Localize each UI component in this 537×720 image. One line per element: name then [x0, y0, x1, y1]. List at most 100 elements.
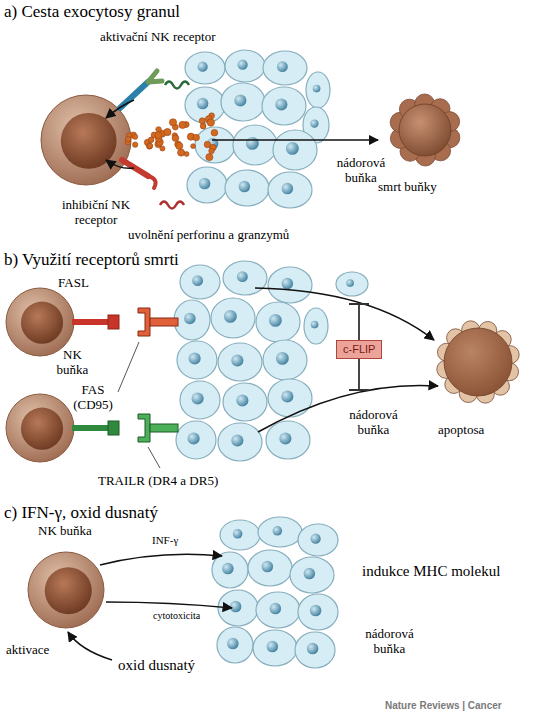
cell-nucleus	[270, 603, 282, 615]
inhibition-bar	[349, 304, 369, 341]
nk-nucleus	[21, 408, 63, 450]
cell-nucleus	[239, 181, 251, 193]
granule	[164, 128, 171, 135]
death-arrow	[212, 139, 378, 141]
trail-ligand	[72, 425, 110, 431]
granule	[207, 119, 214, 126]
cell-nucleus	[199, 178, 211, 190]
cell-nucleus	[184, 313, 196, 325]
tumor-cell	[336, 272, 368, 296]
granule	[160, 146, 165, 151]
nk-cell	[6, 288, 74, 356]
cell-nucleus	[277, 61, 288, 72]
outcome-label: apoptosa	[438, 423, 484, 438]
watermark: Nature Reviews | Cancer	[385, 700, 502, 712]
cell-label: nádorová buňka	[352, 627, 427, 657]
tumor-cell	[212, 552, 248, 588]
cell-nucleus	[267, 641, 279, 653]
tumor-cell	[268, 379, 312, 417]
receptor-label: TRAILR (DR4 a DR5)	[98, 474, 218, 489]
cell-nucleus	[307, 643, 319, 655]
panel-heading: a) Cesta exocytosy granul	[4, 2, 180, 22]
cell-nucleus	[224, 310, 237, 323]
cell-nucleus	[310, 534, 320, 544]
cell-nucleus	[197, 98, 209, 110]
cell-nucleus	[237, 60, 247, 70]
cell-nucleus	[346, 279, 354, 287]
nk-cell	[6, 394, 74, 462]
tumor-cell	[220, 520, 260, 550]
cell-nucleus	[237, 271, 248, 282]
granule	[191, 144, 196, 149]
tumor-cell	[187, 167, 227, 203]
inhibitor-text: c-FLIP	[343, 343, 375, 355]
cell-nucleus	[282, 183, 294, 195]
cell-nucleus	[273, 526, 283, 536]
fas-receptor	[138, 308, 150, 336]
tumor-cell	[266, 421, 310, 459]
ligand-label: FASL	[58, 276, 89, 291]
apoptotic-cell	[444, 328, 512, 396]
cell-nucleus	[279, 432, 291, 444]
cell-nucleus	[246, 137, 259, 150]
tumor-cell	[218, 423, 262, 461]
ligand-end	[108, 421, 119, 435]
tumor-cell	[273, 130, 317, 170]
cell-nucleus	[311, 321, 319, 329]
tumor-cell	[223, 383, 267, 421]
cell-nucleus	[276, 352, 289, 365]
signal-arrow	[106, 160, 134, 168]
nk-nucleus	[45, 567, 92, 614]
leader-line	[118, 342, 139, 392]
cell-nucleus	[269, 314, 282, 327]
granule	[193, 134, 200, 141]
tumor-cell	[258, 517, 302, 547]
tumor-cell	[225, 50, 265, 82]
cell-nucleus	[304, 568, 316, 580]
cell-nucleus	[231, 434, 243, 446]
cell-nucleus	[189, 352, 201, 364]
tumor-cell	[176, 421, 216, 459]
tumor-cell	[298, 524, 338, 556]
cell-nucleus	[281, 390, 293, 402]
tumor-cell	[248, 550, 292, 586]
granule	[132, 142, 137, 147]
process-label: uvolnění perforinu a granzymů	[128, 228, 289, 243]
granule	[176, 142, 183, 149]
tumor-cell	[180, 265, 220, 299]
receptor-label: inhibiční NK receptor	[50, 198, 142, 228]
nk-nucleus	[61, 113, 117, 169]
inhibitor-box: c-FLIP	[336, 340, 382, 359]
tumor-cell	[290, 557, 334, 593]
signal-arrow	[106, 100, 134, 118]
receptor-head	[148, 176, 156, 188]
cell-label: nádorová buňka	[336, 408, 411, 438]
granule	[169, 119, 176, 126]
granule	[206, 154, 213, 161]
granule	[133, 134, 138, 139]
granule	[179, 121, 186, 128]
tumor-cell	[185, 52, 225, 84]
cell-nucleus	[282, 278, 294, 290]
tumor-cell	[298, 594, 338, 630]
granule	[156, 127, 162, 133]
cell-nucleus	[197, 62, 207, 72]
cell-nucleus	[233, 529, 243, 539]
granule	[184, 152, 189, 157]
ligand-squiggle	[165, 82, 189, 89]
cell-nucleus	[231, 354, 243, 366]
ifn-arrow	[100, 554, 222, 565]
cell-nucleus	[188, 432, 200, 444]
granule	[172, 135, 179, 142]
nk-cell	[28, 552, 104, 628]
tumor-cell	[253, 630, 297, 666]
ligand-squiggle	[160, 202, 184, 209]
granule	[125, 136, 130, 141]
outcome-label: smrt buňky	[378, 180, 437, 195]
tumor-cell	[211, 298, 255, 338]
signal-label: INF-γ	[152, 534, 178, 547]
tumor-cell	[185, 87, 225, 123]
cell-nucleus	[310, 605, 322, 617]
cell-nucleus	[236, 394, 248, 406]
